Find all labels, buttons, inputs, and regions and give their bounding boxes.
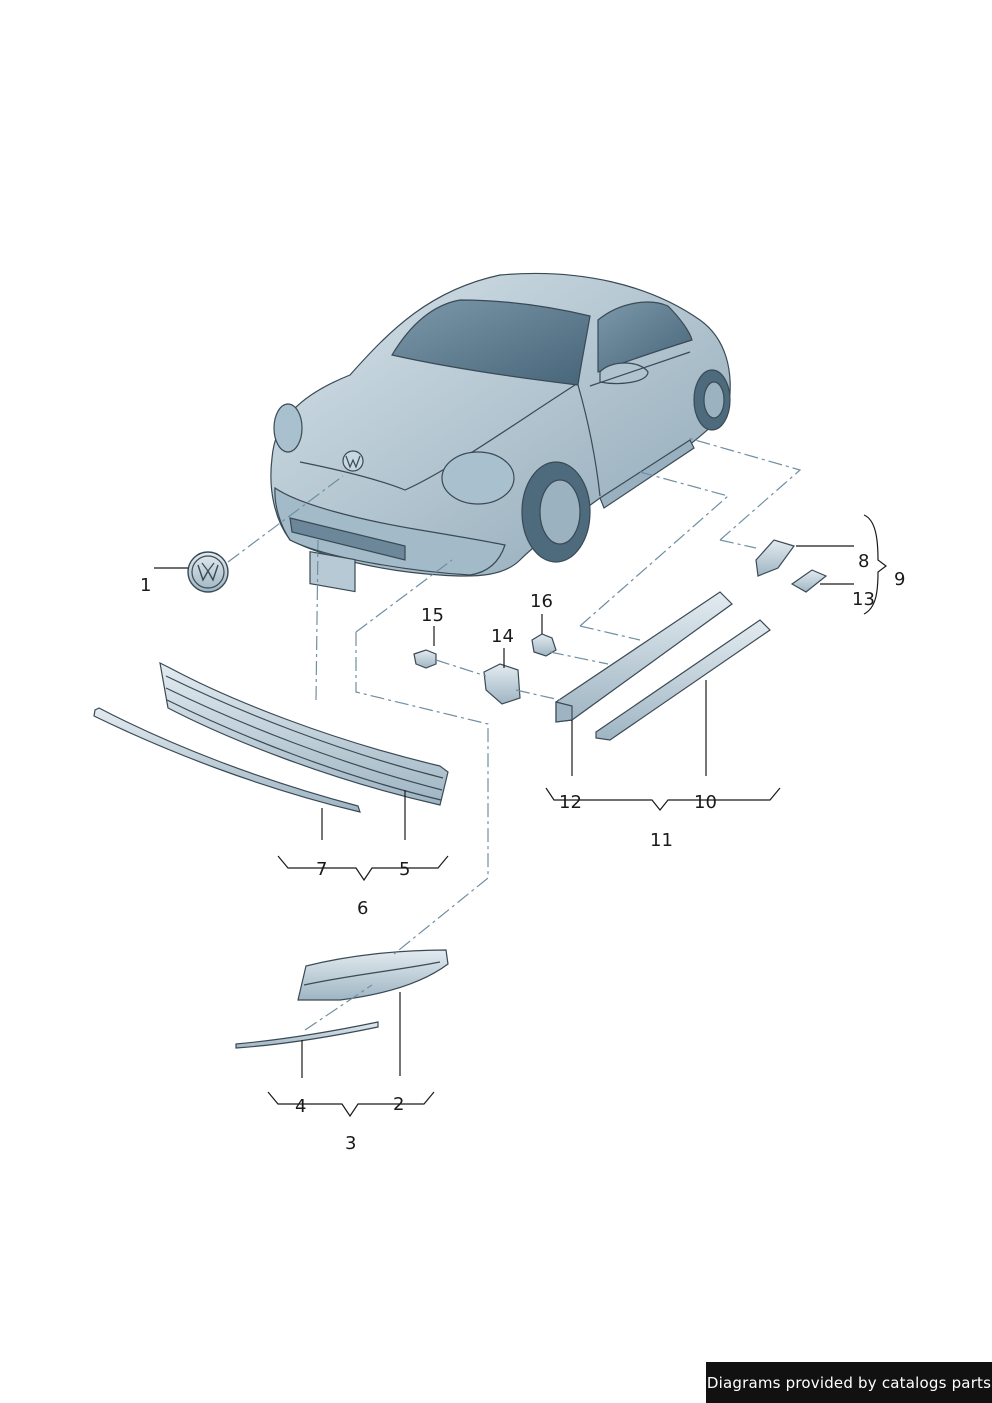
callout-10: 10 xyxy=(694,792,717,813)
end-cap-part xyxy=(755,539,795,577)
car-illustration xyxy=(270,272,731,593)
callout-16: 16 xyxy=(530,591,553,612)
front-bumper xyxy=(274,486,506,576)
assembly-dash-lines xyxy=(227,437,802,1031)
callout-6: 6 xyxy=(357,898,368,919)
fog-trim-strip-part xyxy=(235,1021,379,1049)
side-window xyxy=(597,301,693,373)
small-cap-part xyxy=(790,569,828,593)
windshield xyxy=(391,299,591,386)
callout-leader-lines xyxy=(154,514,887,1118)
callout-5: 5 xyxy=(399,859,410,880)
diagram-credit-text: Diagrams provided by catalogs parts xyxy=(706,1373,992,1392)
fog-light-grille-part xyxy=(297,949,449,1001)
callout-8: 8 xyxy=(858,551,869,572)
clip-part-15 xyxy=(413,649,437,669)
callout-numbers: 1 2 3 4 5 6 7 8 9 10 11 12 13 14 15 16 xyxy=(140,551,905,1154)
callout-4: 4 xyxy=(295,1096,306,1117)
front-grille-part xyxy=(159,661,449,806)
side-strip-part xyxy=(595,619,771,741)
vw-emblem-part xyxy=(187,551,229,593)
side-sill-trim-part xyxy=(555,591,733,723)
callout-1: 1 xyxy=(140,575,151,596)
lower-grille-on-car xyxy=(289,517,406,593)
callout-15: 15 xyxy=(421,605,444,626)
lower-trim-strip-part xyxy=(93,707,361,813)
callout-11: 11 xyxy=(650,830,673,851)
callout-13: 13 xyxy=(852,589,875,610)
callout-14: 14 xyxy=(491,626,514,647)
callout-3: 3 xyxy=(345,1133,356,1154)
callout-7: 7 xyxy=(316,859,327,880)
callout-12: 12 xyxy=(559,792,582,813)
callout-2: 2 xyxy=(393,1094,404,1115)
callout-9: 9 xyxy=(894,569,905,590)
hood-badge xyxy=(342,450,364,472)
headlight xyxy=(441,451,515,505)
bracket-part-14 xyxy=(483,663,521,705)
diagram-credit-badge: Diagrams provided by catalogs parts xyxy=(706,1362,992,1403)
